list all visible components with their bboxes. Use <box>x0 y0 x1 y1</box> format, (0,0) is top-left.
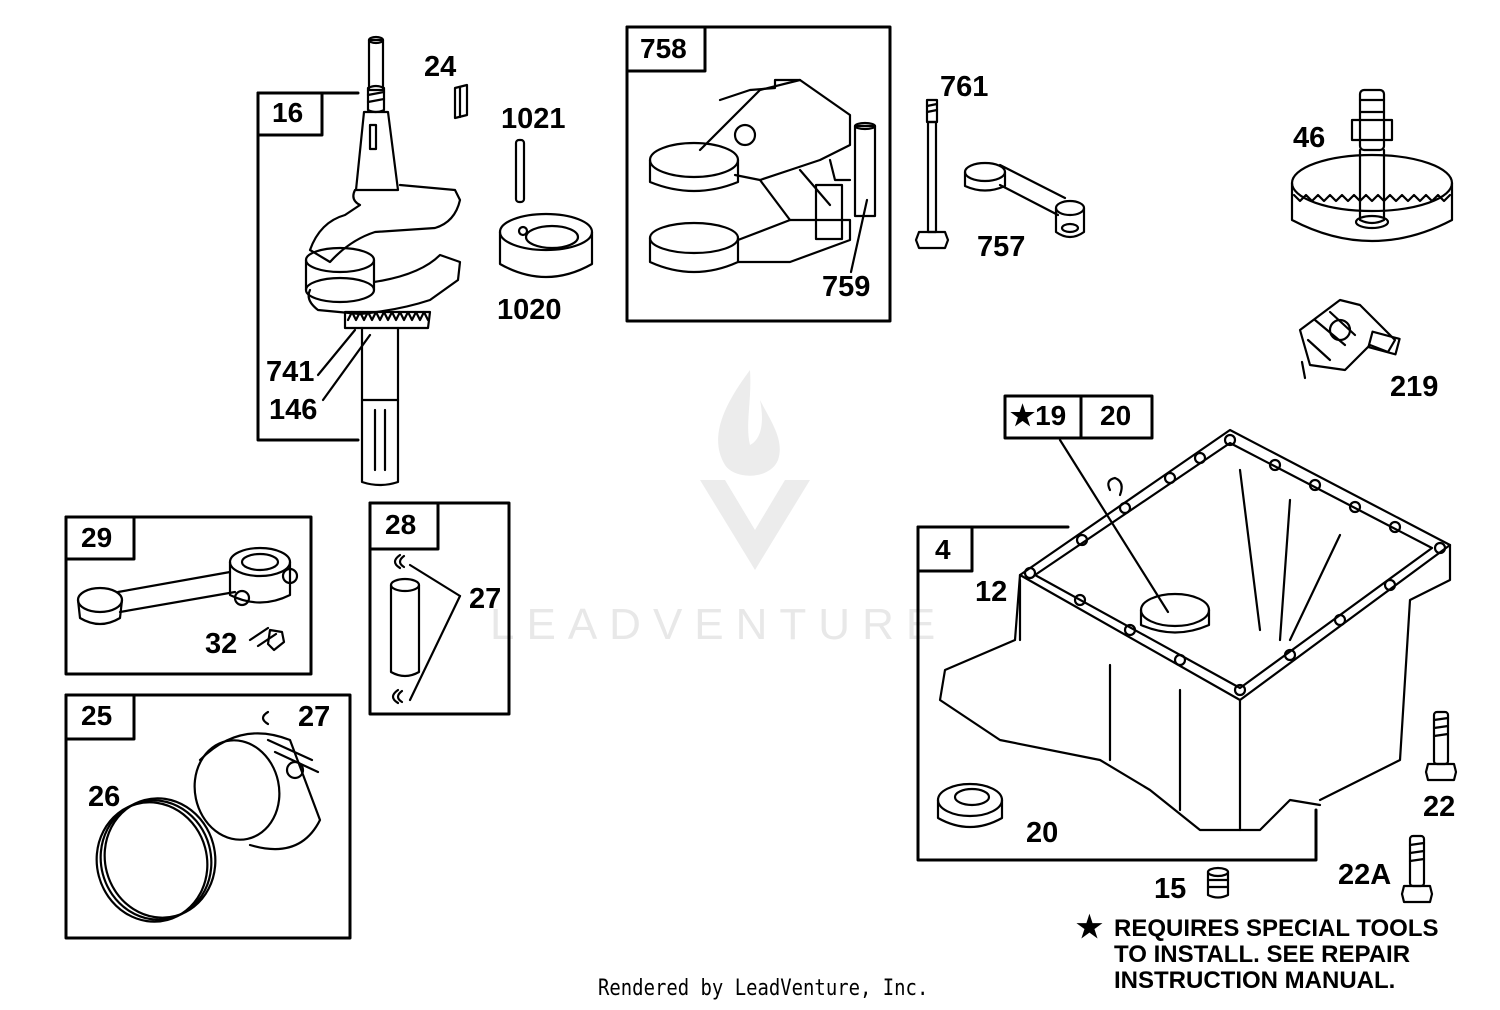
part-label-32: 32 <box>205 628 238 660</box>
footer-credit: Rendered by LeadVenture, Inc. <box>598 976 929 1001</box>
part-1021-pin-drawing <box>514 138 526 204</box>
part-15-plug-drawing <box>1206 866 1230 899</box>
part-label-12: 12 <box>975 576 1008 608</box>
part-22A-bolt-drawing <box>1400 834 1434 904</box>
connecting-rod-group-drawing <box>64 515 313 676</box>
note-line-2: TO INSTALL. SEE REPAIR <box>1114 941 1411 968</box>
group-label-28: 28 <box>385 509 417 540</box>
group-label-20: 20 <box>1100 400 1132 431</box>
part-22-bolt-drawing <box>1424 710 1458 782</box>
group-label-29: 29 <box>81 522 113 553</box>
part-label-20: 20 <box>1026 817 1059 849</box>
part-757-rocker-drawing <box>963 161 1086 239</box>
group-label-25: 25 <box>81 700 113 731</box>
watermark-text: LEADVENTURE <box>490 600 948 649</box>
piston-group-drawing <box>64 693 352 940</box>
part-label-24: 24 <box>424 51 457 83</box>
part-label-22: 22 <box>1423 791 1456 823</box>
leadventure-watermark-logo <box>700 370 810 570</box>
part-label-26: 26 <box>88 781 121 813</box>
part-label-1021: 1021 <box>501 103 566 135</box>
part-24-key-drawing <box>453 83 469 120</box>
part-label-761: 761 <box>940 71 989 103</box>
part-1020-spacer-drawing <box>498 212 594 278</box>
part-label-741: 741 <box>266 356 315 388</box>
part-label-27-pin-clips: 27 <box>469 583 502 615</box>
part-label-1020: 1020 <box>497 294 562 326</box>
part-label-46: 46 <box>1293 122 1326 154</box>
part-label-27-piston-clip: 27 <box>298 701 331 733</box>
group-label-16: 16 <box>272 97 304 128</box>
part-219-governor-drawing <box>1298 298 1401 380</box>
group-label-758: 758 <box>640 33 687 64</box>
piston-pin-group-drawing <box>368 501 511 716</box>
part-label-757: 757 <box>977 231 1026 263</box>
crankshaft-drawing <box>256 35 462 487</box>
group-label-4: 4 <box>935 534 951 565</box>
special-tools-note: REQUIRES SPECIAL TOOLS TO INSTALL. SEE R… <box>1114 916 1439 994</box>
cylinder-head-group-drawing <box>625 25 892 323</box>
part-label-22A: 22A <box>1338 859 1392 891</box>
part-46-camshaft-drawing <box>1290 88 1454 243</box>
part-761-bolt-drawing <box>914 98 950 250</box>
special-tools-star-icon: ★ <box>1076 911 1103 944</box>
part-label-146: 146 <box>269 394 318 426</box>
part-label-15: 15 <box>1154 873 1187 905</box>
part-label-759: 759 <box>822 271 871 303</box>
sump-group-drawing <box>916 394 1452 862</box>
note-line-1: REQUIRES SPECIAL TOOLS <box>1114 915 1439 942</box>
part-label-219: 219 <box>1390 371 1439 403</box>
note-line-3: INSTRUCTION MANUAL. <box>1114 967 1396 994</box>
group-label-19-special-tools: ★19 <box>1010 400 1067 431</box>
